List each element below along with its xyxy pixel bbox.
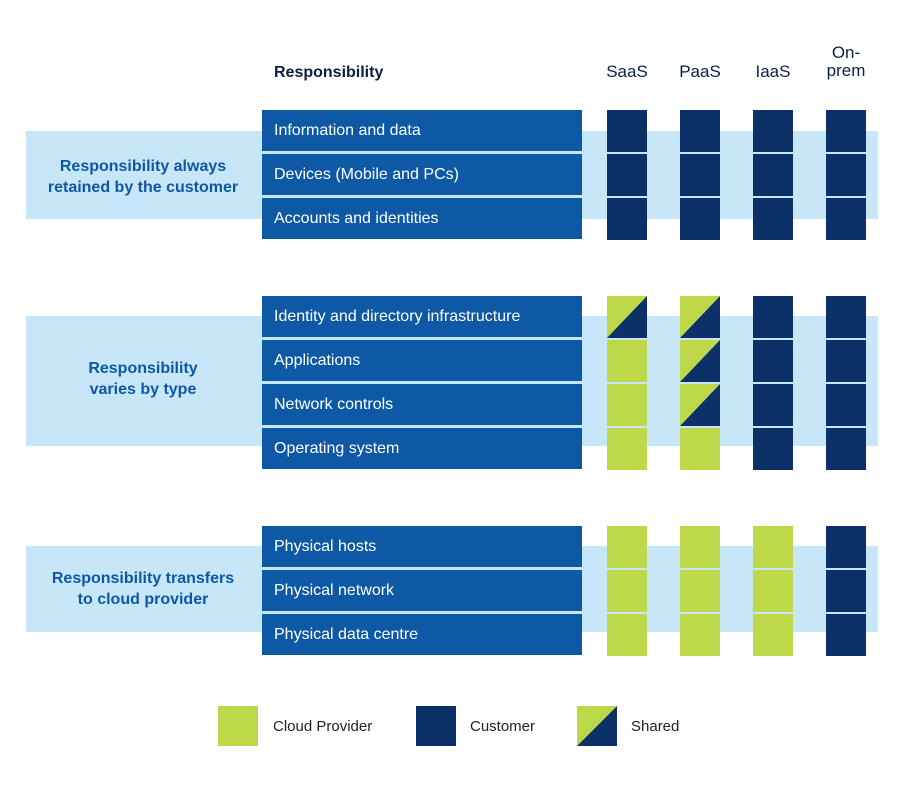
legend-swatch-customer: [416, 706, 456, 746]
matrix-cell-provider: [680, 428, 720, 470]
legend-label-customer: Customer: [470, 718, 536, 735]
matrix-cell-customer: [826, 296, 866, 338]
matrix-cell-customer: [826, 384, 866, 426]
matrix-cell-customer: [826, 570, 866, 612]
legend-swatch-provider: [218, 706, 258, 746]
matrix-cell-customer: [680, 110, 720, 152]
matrix-cell-customer: [753, 384, 793, 426]
matrix-cell-shared: [607, 296, 647, 338]
responsibility-row: Physical data centre: [262, 614, 582, 655]
matrix-cell-provider: [753, 614, 793, 656]
matrix-cell-customer: [753, 110, 793, 152]
responsibility-row: Information and data: [262, 110, 582, 151]
responsibility-row: Physical network: [262, 570, 582, 611]
legend-label-shared: Shared: [631, 718, 680, 735]
matrix-cell-customer: [680, 154, 720, 196]
matrix-cell-customer: [826, 110, 866, 152]
matrix-cell-provider: [607, 570, 647, 612]
matrix-cell-customer: [753, 296, 793, 338]
column-header-2: IaaS: [755, 62, 791, 81]
matrix-cell-customer: [753, 340, 793, 382]
responsibility-row: Physical hosts: [262, 526, 582, 567]
matrix-cell-customer: [826, 526, 866, 568]
matrix-cell-customer: [753, 154, 793, 196]
matrix-cell-provider: [607, 384, 647, 426]
column-header-3: On- prem: [826, 43, 866, 80]
matrix-cell-customer: [607, 198, 647, 240]
group-label-2: Responsibility transfers to cloud provid…: [51, 570, 235, 608]
matrix-cell-shared: [680, 384, 720, 426]
group-label-0: Responsibility always retained by the cu…: [47, 158, 239, 196]
matrix-cell-provider: [680, 614, 720, 656]
matrix-cell-customer: [826, 154, 866, 196]
responsibility-row: Identity and directory infrastructure: [262, 296, 582, 337]
matrix-cell-customer: [826, 614, 866, 656]
matrix-cell-shared: [680, 296, 720, 338]
matrix-cell-shared: [680, 340, 720, 382]
matrix-cell-customer: [826, 340, 866, 382]
column-header-0: SaaS: [606, 62, 648, 81]
responsibility-header: Responsibility: [274, 64, 384, 81]
matrix-cell-provider: [607, 614, 647, 656]
column-header-1: PaaS: [679, 62, 721, 81]
matrix-cell-provider: [753, 570, 793, 612]
matrix-cell-provider: [753, 526, 793, 568]
matrix-cell-provider: [680, 526, 720, 568]
responsibility-row: Operating system: [262, 428, 582, 469]
matrix-cell-provider: [607, 428, 647, 470]
responsibility-row: Network controls: [262, 384, 582, 425]
matrix-cell-customer: [680, 198, 720, 240]
matrix-cell-provider: [607, 340, 647, 382]
responsibility-row: Applications: [262, 340, 582, 381]
group-label-1: Responsibility varies by type: [88, 360, 198, 398]
matrix-cell-provider: [680, 570, 720, 612]
matrix-cell-customer: [607, 154, 647, 196]
responsibility-row: Devices (Mobile and PCs): [262, 154, 582, 195]
matrix-cell-customer: [826, 428, 866, 470]
matrix-cell-customer: [826, 198, 866, 240]
matrix-cell-customer: [607, 110, 647, 152]
legend-label-provider: Cloud Provider: [273, 718, 373, 735]
matrix-cell-provider: [607, 526, 647, 568]
legend-swatch-shared: [577, 706, 617, 746]
matrix-cell-customer: [753, 198, 793, 240]
responsibility-row: Accounts and identities: [262, 198, 582, 239]
matrix-cell-customer: [753, 428, 793, 470]
